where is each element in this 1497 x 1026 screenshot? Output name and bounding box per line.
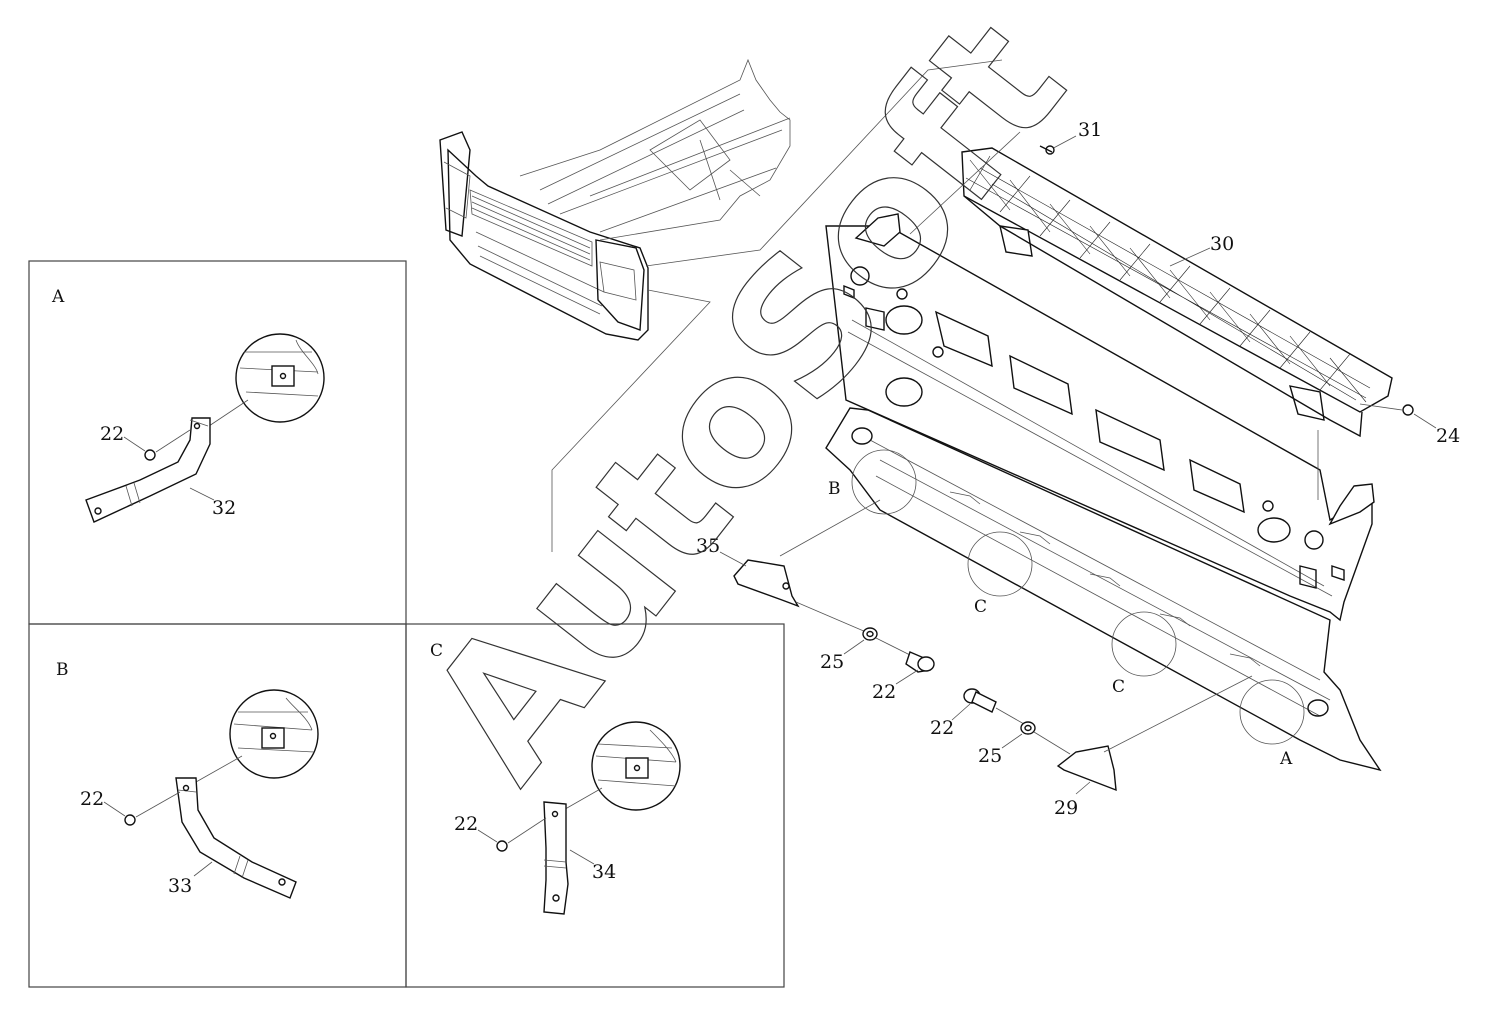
axis-29 [1033, 731, 1071, 755]
leader-30 [1169, 247, 1211, 267]
detail-panel-a-label: A [51, 287, 65, 307]
callout-22-upper: 22 [872, 681, 896, 703]
leader-35 [719, 551, 747, 567]
leader-31-axis [909, 131, 1021, 235]
location-marker-b: B [828, 479, 841, 499]
leader-b-zoom [195, 755, 243, 783]
leader-29 [1075, 781, 1091, 795]
leader-b-22 [103, 801, 126, 817]
screw-31 [1039, 145, 1055, 155]
bolt-22-lower [963, 688, 997, 713]
detail-panel-b-label: B [56, 660, 69, 680]
nut-24 [1402, 404, 1414, 416]
leader-24-axis [1359, 403, 1403, 411]
axis-35-fasteners [795, 601, 867, 633]
end-cap-29 [1056, 745, 1117, 792]
bolt-22-c [496, 817, 547, 852]
step-plate-30 [961, 147, 1393, 438]
leader-c-zoom [559, 787, 603, 813]
detail-panel-a-frame [28, 260, 407, 625]
location-marker-c2: C [1112, 677, 1125, 697]
bracket-34 [543, 801, 569, 915]
location-circle-a [1239, 679, 1305, 745]
washer-25-upper [862, 627, 878, 641]
location-marker-a: A [1279, 749, 1293, 769]
leader-overview-lower [551, 289, 711, 552]
leader-c-34 [569, 849, 595, 865]
leader-22-lower [951, 703, 971, 721]
leader-b-33 [193, 861, 213, 877]
leader-25-lower [1001, 733, 1023, 749]
leader-overview-upper [645, 59, 1003, 267]
detail-panel-c-label: C [430, 641, 443, 661]
leader-25-upper [843, 639, 865, 655]
callout-c-34: 34 [592, 861, 616, 883]
leader-a-22 [123, 436, 146, 452]
axis-22-upper [875, 637, 913, 657]
leader-c-22 [477, 829, 498, 843]
location-circle-b [851, 449, 917, 515]
bolt-22-upper [905, 651, 935, 673]
callout-31: 31 [1078, 119, 1102, 141]
callout-35: 35 [696, 535, 720, 557]
callout-22-lower: 22 [930, 717, 954, 739]
callout-c-22: 22 [454, 813, 478, 835]
bumper-lower-lip [825, 407, 1382, 772]
truck-overview [439, 58, 791, 341]
axis-22-lower [995, 707, 1025, 725]
callout-b-22: 22 [80, 788, 104, 810]
location-circle-c2 [1111, 611, 1177, 677]
leader-a-32 [189, 487, 215, 501]
location-marker-c1: C [974, 597, 987, 617]
callout-b-33: 33 [168, 875, 192, 897]
callout-30: 30 [1210, 233, 1234, 255]
callout-25-lower: 25 [978, 745, 1002, 767]
bracket-33 [175, 777, 297, 899]
detail-b-zoom-circle [229, 689, 319, 779]
detail-c-zoom-circle [591, 721, 681, 811]
bumper-carrier [825, 213, 1375, 622]
callout-a-32: 32 [212, 497, 236, 519]
callout-29: 29 [1054, 797, 1078, 819]
leader-a-zoom [205, 399, 249, 429]
bracket-32 [85, 417, 211, 523]
location-circle-c1 [967, 531, 1033, 597]
detail-a-zoom-circle [235, 333, 325, 423]
callout-a-22: 22 [100, 423, 124, 445]
leader-35-axis [779, 499, 881, 557]
leader-24 [1413, 413, 1437, 429]
detail-panel-c-frame [405, 623, 785, 988]
bolt-22-b [124, 791, 181, 826]
callout-25-upper: 25 [820, 651, 844, 673]
bolt-22-a [144, 429, 191, 461]
leader-29-axis [1103, 675, 1253, 753]
end-cap-35 [733, 559, 800, 608]
washer-25-lower [1020, 721, 1036, 735]
callout-24: 24 [1436, 425, 1460, 447]
leader-22-upper [895, 669, 919, 685]
